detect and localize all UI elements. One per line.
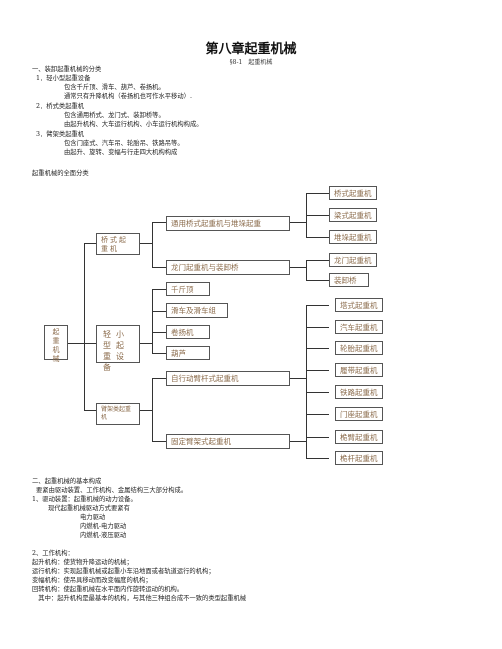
mechanism-heading: 2、工作机构：: [32, 550, 74, 557]
mechanism-line-b: 运行机构：实现起重机械或起重小车沿地面或者轨道运行的机构；: [32, 568, 215, 575]
item-2: 2．桥式类起重机: [36, 103, 85, 110]
node-fixed-jib: 固定臂架式起重机: [166, 434, 290, 449]
node-general-bridge: 通用桥式起重机与堆垛起重: [166, 216, 290, 231]
leaf-truck: 汽车起重机: [335, 320, 383, 334]
category-bridge: 桥式起重机: [96, 233, 140, 255]
drive-line-c: 内燃机-电力驱动: [80, 523, 127, 530]
node-gantry: 龙门起重机与装卸桥: [166, 260, 290, 275]
leaf-mast: 桅臂起重机: [335, 430, 383, 444]
leaf-rail: 铁路起重机: [335, 385, 383, 399]
leaf-pole: 桅杆起重机: [335, 451, 383, 465]
page-title: 第八章起重机械: [205, 42, 297, 57]
node-jack: 千斤顶: [166, 282, 210, 296]
node-self-propelled: 自行动臂杆式起重机: [166, 371, 290, 386]
item-2-line-b: 由起升机构、大车运行机构、小车运行机构构成。: [64, 121, 203, 128]
tree-root: 起重机械: [44, 325, 68, 363]
category-jib: 臂架类起重机: [96, 403, 140, 425]
leaf-bridge: 桥式起重机: [329, 186, 377, 200]
leaf-beam: 梁式起重机: [329, 208, 377, 222]
drive-line-a: 现代起重机械驱动方式要紧有: [48, 505, 130, 512]
section-heading-2: 二、起重机械的基本构成: [32, 478, 102, 485]
drive-line-b: 电力驱动: [80, 514, 106, 521]
item-1: 1．轻小型起重设备: [36, 75, 91, 82]
item-1-line-a: 包含千斤顶、滑车、葫芦、卷扬机。: [64, 84, 165, 91]
leaf-gantry: 龙门起重机: [329, 253, 377, 267]
node-hoist: 葫芦: [166, 346, 210, 360]
section-2-intro: 要紧由驱动装置、工作机构、金属结构三大部分构成。: [36, 487, 188, 494]
leaf-stack: 堆垛起重机: [329, 230, 377, 244]
drive-heading: 1、驱动装置：起重机械的动力设备。: [32, 496, 137, 503]
leaf-loader: 装卸桥: [329, 273, 369, 287]
mechanism-line-d: 回转机构：使起重机械在水平面内作旋转运动的机构。: [32, 586, 184, 593]
item-1-line-b: 通常只有升降机构（卷扬机也可作水平移动）.: [64, 93, 192, 100]
section-heading-1: 一、装卸起重机械的分类: [32, 66, 102, 73]
node-pulley: 滑车及滑车组: [166, 303, 228, 318]
item-3-line-b: 由起升、旋转、变幅与行走四大机构构成: [64, 149, 178, 156]
category-light: 轻小型起重设备: [96, 325, 140, 372]
page-subtitle: §8-1 起重机械: [229, 59, 273, 66]
mechanism-line-a: 起升机构：使货物升降运动的机械；: [32, 559, 133, 566]
leaf-tower: 塔式起重机: [335, 298, 383, 312]
item-3: 3．臂架类起重机: [36, 131, 85, 138]
leaf-crawler: 履带起重机: [335, 363, 383, 377]
mechanism-line-c: 变幅机构：使吊具移动而改变幅度的机构；: [32, 577, 152, 584]
diagram-caption: 起重机械的全面分类: [32, 170, 89, 177]
item-2-line-a: 包含通用桥式、龙门式、装卸桥等。: [64, 112, 165, 119]
drive-line-d: 内燃机-液压驱动: [80, 532, 127, 539]
item-3-line-a: 包含门座式、汽车吊、轮胎吊、铁路吊等。: [64, 140, 184, 147]
node-winch: 卷扬机: [166, 325, 210, 339]
leaf-portal: 门座起重机: [335, 407, 383, 421]
leaf-tire: 轮胎起重机: [335, 341, 383, 355]
mechanism-line-e: 其中：起升机构是最基本的机构，与其他三种组合成不一致的类型起重机械: [32, 595, 247, 602]
